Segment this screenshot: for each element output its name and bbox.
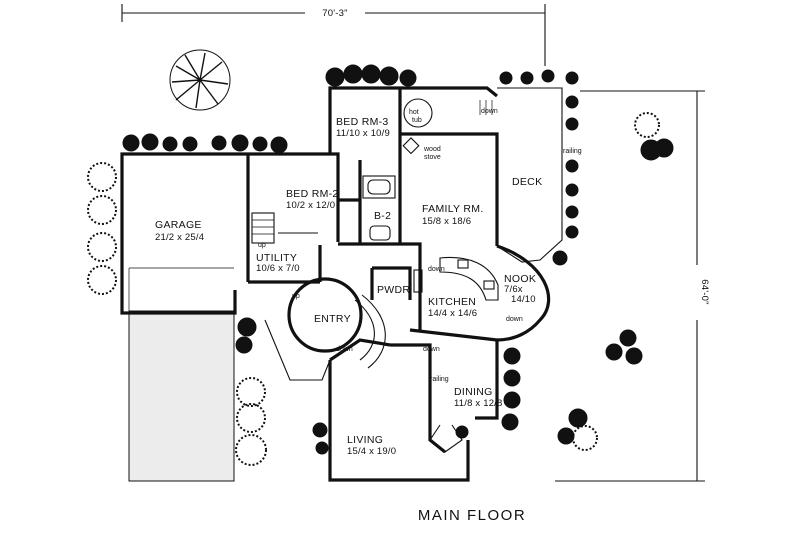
hot-tub-label-1: hot xyxy=(409,109,419,116)
garage-name: GARAGE xyxy=(155,219,202,231)
down-deck-label: down xyxy=(481,108,498,115)
utility-name: UTILITY xyxy=(256,252,297,264)
shrub-row-garage xyxy=(122,133,288,154)
utility-size: 10/6 x 7/0 xyxy=(256,263,300,274)
driveway xyxy=(128,310,235,482)
down-nook-label: down xyxy=(506,316,523,323)
up-utility-label: up xyxy=(258,242,266,249)
pwdr-name: PWDR xyxy=(377,284,410,296)
nook-name: NOOK xyxy=(504,273,536,285)
bed2-name: BED RM-2 xyxy=(286,188,339,200)
wood-stove-label-2: stove xyxy=(424,154,441,161)
entry-name: ENTRY xyxy=(314,313,351,325)
garage-size: 21/2 x 25/4 xyxy=(155,232,204,243)
room-labels: BED RM-3 11/10 x 10/9 BED RM-2 10/2 x 12… xyxy=(155,116,542,457)
depth-dimension: 64'-0" xyxy=(555,90,710,482)
kitchen-size: 14/4 x 14/6 xyxy=(428,308,477,319)
living-size: 15/4 x 19/0 xyxy=(347,446,396,457)
shrub-row-deck xyxy=(499,69,579,266)
width-dimension-label: 70'-3" xyxy=(322,8,347,19)
bed2-size: 10/2 x 12/0 xyxy=(286,200,335,211)
kitchen-name: KITCHEN xyxy=(428,296,476,308)
interior-fixtures xyxy=(251,98,499,453)
down-entry-label: down xyxy=(336,346,353,353)
nook-size-2: 14/10 xyxy=(511,294,536,305)
plan-title: MAIN FLOOR xyxy=(418,507,526,524)
landscaping xyxy=(87,49,674,466)
dining-name: DINING xyxy=(454,386,493,398)
down-family-label: down xyxy=(428,266,445,273)
railing-deck-label: railing xyxy=(563,148,582,155)
bed3-name: BED RM-3 xyxy=(336,116,389,128)
tree-icon xyxy=(169,49,231,111)
railing-dining-label: railing xyxy=(430,376,449,383)
shrub-row-left xyxy=(87,162,117,295)
family-name: FAMILY RM. xyxy=(422,203,484,215)
depth-dimension-label: 64'-0" xyxy=(699,279,710,304)
hot-tub-label-2: tub xyxy=(412,117,422,124)
shrub-row-dining xyxy=(312,347,521,455)
bed3-size: 11/10 x 10/9 xyxy=(336,128,390,139)
shrub-row-driveway xyxy=(235,317,267,466)
nook-size-1: 7/6x xyxy=(504,284,523,295)
down-kitchen-label: down xyxy=(423,346,440,353)
living-name: LIVING xyxy=(347,434,383,446)
shrub-row-top xyxy=(325,64,417,87)
annotations: hot tub wood stove railing railing down … xyxy=(258,108,582,383)
up-entry-label: up xyxy=(292,293,300,300)
wood-stove-label-1: wood xyxy=(423,146,441,153)
tree-cluster-right xyxy=(557,112,674,451)
exterior-walls xyxy=(120,86,563,482)
deck-name: DECK xyxy=(512,176,542,188)
width-dimension: 70'-3" xyxy=(121,4,546,66)
dining-size: 11/8 x 12/8 xyxy=(454,398,503,409)
family-size: 15/8 x 18/6 xyxy=(422,216,471,227)
bath2-name: B-2 xyxy=(374,210,391,222)
